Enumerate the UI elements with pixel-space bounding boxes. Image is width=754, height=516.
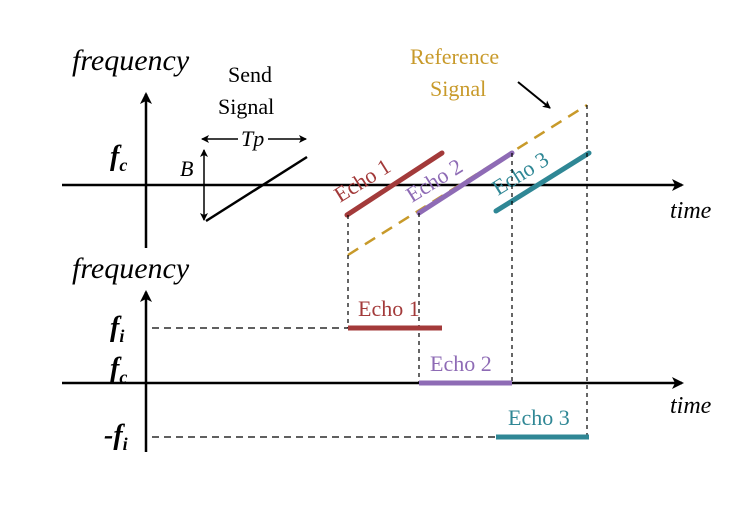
echo1-top-label: Echo 1	[329, 153, 395, 207]
reference-label-line2: Signal	[430, 76, 486, 101]
echo2-top-label: Echo 2	[401, 153, 467, 207]
echo2-bottom-label: Echo 2	[430, 351, 492, 376]
send-signal-label-line1: Send	[228, 62, 272, 87]
send-signal-ramp	[205, 155, 308, 223]
neg-fi-label: -fi	[104, 420, 128, 454]
bottom-time-label: time	[670, 393, 712, 419]
top-time-label: time	[670, 198, 712, 224]
bottom-frequency-label: frequency	[72, 252, 190, 285]
echo1-bottom-label: Echo 1	[358, 296, 420, 321]
echo3-top-label: Echo 3	[487, 146, 553, 200]
echo2-ramp	[416, 150, 515, 216]
tp-label: Tp	[241, 126, 264, 151]
fc-bottom-label: fc	[110, 353, 127, 387]
echo3-bottom-label: Echo 3	[508, 405, 570, 430]
send-signal-label-line2: Signal	[218, 94, 274, 119]
reference-pointer-arrow	[517, 81, 551, 109]
top-frequency-label: frequency	[72, 44, 190, 77]
fc-top-label: fc	[110, 141, 127, 175]
reference-label-line1: Reference	[410, 44, 499, 69]
b-label: B	[180, 156, 193, 181]
fi-label: fi	[110, 312, 124, 346]
echo1-ramp	[344, 150, 445, 218]
